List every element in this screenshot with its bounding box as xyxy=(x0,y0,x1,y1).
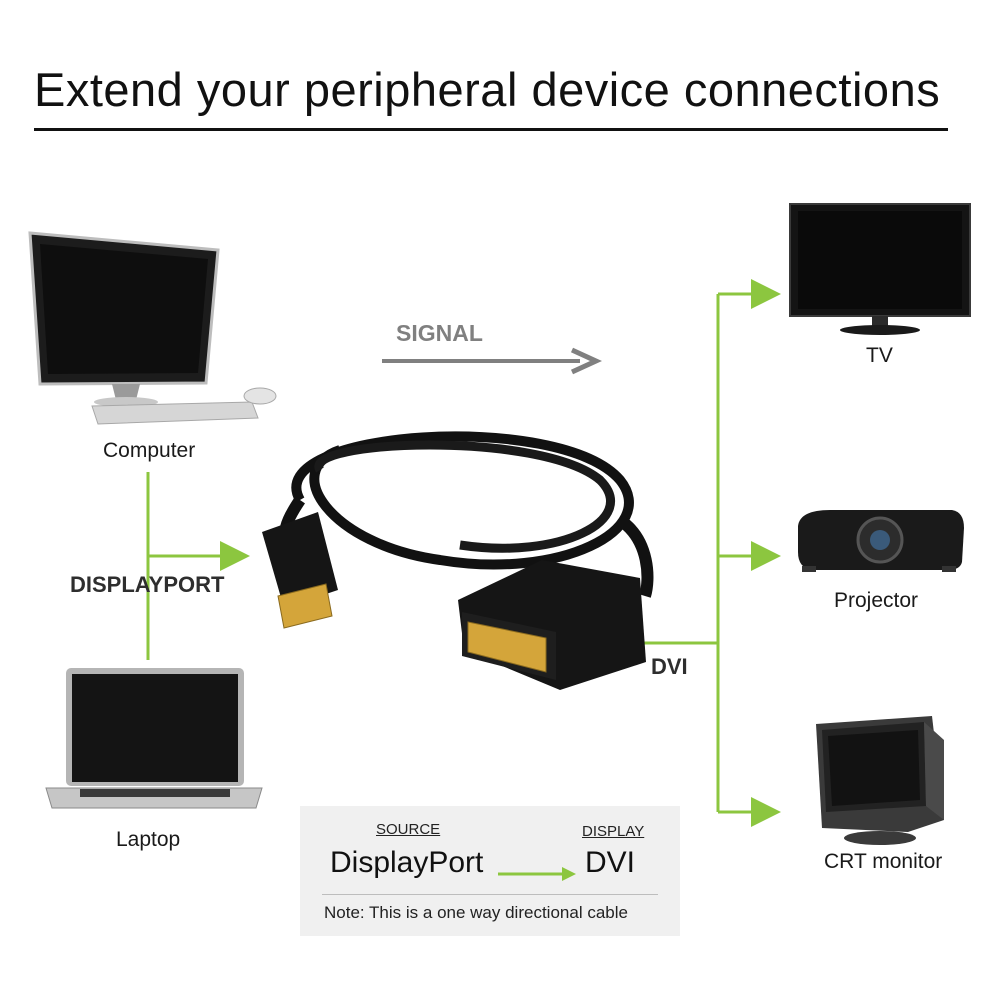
mouse-icon xyxy=(243,387,277,405)
display-connector-lines xyxy=(640,279,781,827)
tv-label: TV xyxy=(866,344,893,367)
source-connector-lines xyxy=(146,472,250,660)
displayport-to-dvi-cable-image xyxy=(262,431,654,690)
page-title: Extend your peripheral device connection… xyxy=(34,63,941,116)
projector-icon xyxy=(798,510,964,572)
computer-label: Computer xyxy=(103,439,196,462)
projector-label: Projector xyxy=(834,589,919,612)
dvi-label: DVI xyxy=(651,654,688,679)
direction-arrow-icon xyxy=(498,867,576,881)
display-value: DVI xyxy=(585,846,636,879)
crt-monitor-label: CRT monitor xyxy=(824,850,943,873)
keyboard-icon xyxy=(91,401,259,425)
direction-note: Note: This is a one way directional cabl… xyxy=(324,903,628,922)
displayport-label: DISPLAYPORT xyxy=(70,572,225,597)
source-value: DisplayPort xyxy=(330,846,484,879)
display-heading: DISPLAY xyxy=(582,823,645,840)
source-heading: SOURCE xyxy=(376,821,441,838)
computer-monitor-icon xyxy=(28,231,220,407)
crt-monitor-icon xyxy=(816,716,944,845)
signal-arrow xyxy=(382,347,603,375)
info-box-divider xyxy=(322,894,658,895)
laptop-label: Laptop xyxy=(116,828,181,851)
title-underline xyxy=(34,128,948,131)
signal-label: SIGNAL xyxy=(396,320,483,346)
tv-icon xyxy=(789,203,971,335)
laptop-icon xyxy=(45,668,263,809)
direction-info-box: SOURCE DISPLAY DisplayPort DVI Note: Thi… xyxy=(300,806,680,936)
